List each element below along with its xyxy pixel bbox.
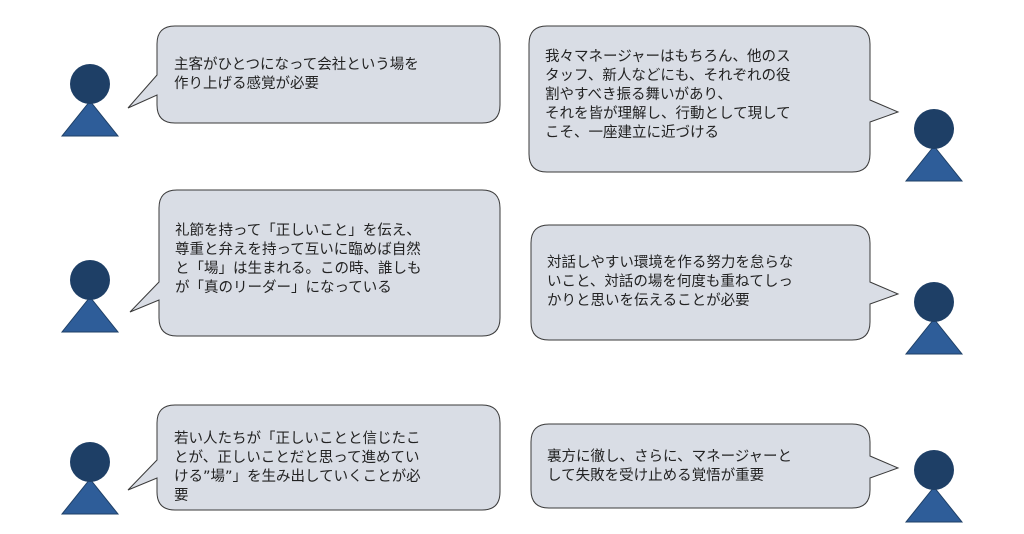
person-icon — [60, 442, 120, 515]
speech-bubble-1 — [127, 25, 501, 124]
person-icon — [904, 450, 964, 523]
bubble-text-3: 礼節を持って「正しいこと」を伝え、 尊重と弁えを持って互いに臨めば自然 と「場」… — [175, 223, 422, 296]
speech-bubble-3 — [129, 189, 501, 337]
bubble-text-2: 我々マネージャーはもちろん、他のス タッフ、新人などにも、それぞれの役 割やすべ… — [545, 49, 791, 141]
speech-bubble-4 — [530, 224, 900, 341]
person-icon — [60, 260, 120, 333]
speech-bubble-5 — [127, 404, 501, 511]
bubble-text-1: 主客がひとつになって会社という場を 作り上げる感覚が必要 — [174, 57, 419, 92]
speech-bubble-2 — [528, 25, 900, 173]
speech-bubble-6 — [530, 423, 900, 509]
bubble-text-6: 裏方に徹し、さらに、マネージャーと して失敗を受け止める覚悟が重要 — [547, 449, 793, 484]
person-icon — [904, 282, 964, 355]
person-icon — [60, 64, 120, 137]
bubble-text-4: 対話しやすい環境を作る努力を怠らな いこと、対話の場を何度も重ねてしっ かりと思… — [547, 255, 794, 309]
person-icon — [904, 109, 964, 182]
bubble-text-5: 若い人たちが「正しいことと信じたこ とが、正しいことだと思って進めてい ける”場… — [174, 431, 421, 504]
